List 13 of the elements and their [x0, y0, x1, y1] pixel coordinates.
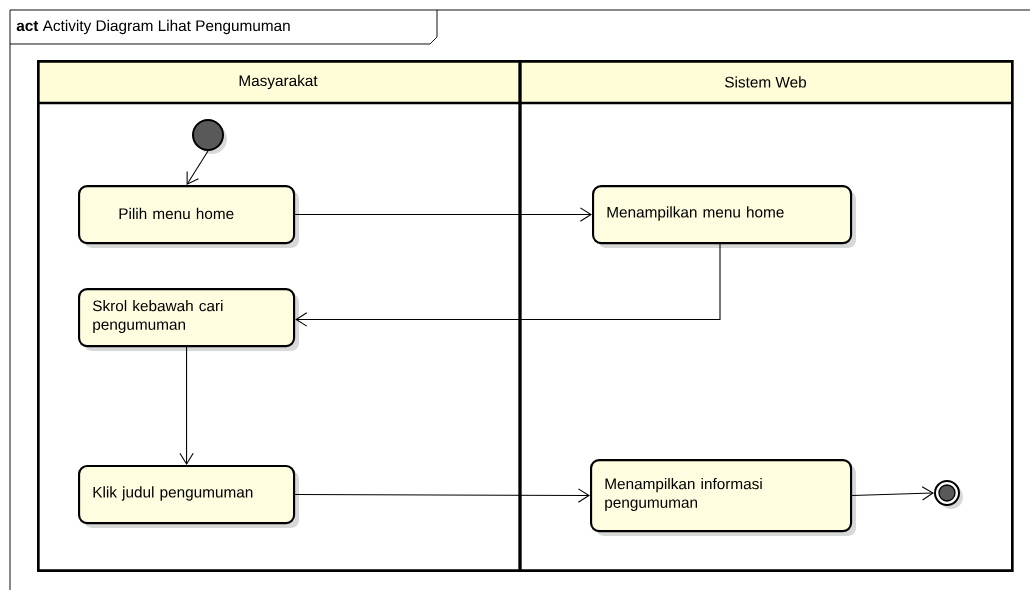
arrow	[294, 207, 592, 222]
arrow	[186, 150, 209, 185]
action-box: Menampilkan menu home	[592, 185, 856, 248]
action-box: Pilih menu home	[78, 185, 299, 248]
action-box: Skrol kebawah cari pengumuman	[78, 288, 299, 351]
action-box: Klik judul pengumuman	[78, 465, 299, 528]
arrow	[179, 346, 194, 465]
action-box: Menampilkan informasi pengumuman	[590, 459, 856, 536]
arrow	[295, 241, 721, 327]
start-node	[192, 119, 227, 154]
arrow	[294, 488, 590, 503]
arrow	[851, 486, 934, 501]
end-node	[934, 480, 963, 509]
